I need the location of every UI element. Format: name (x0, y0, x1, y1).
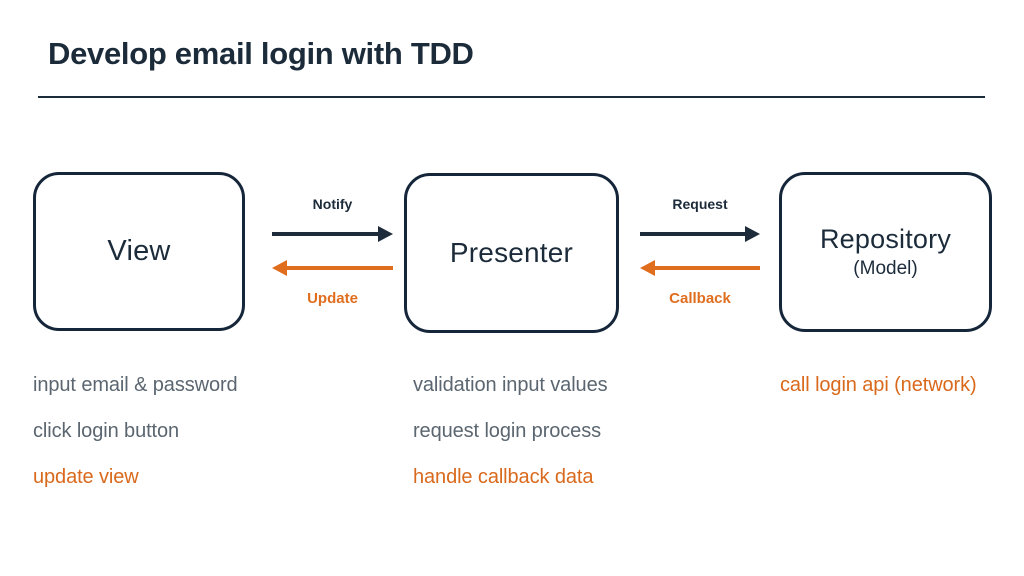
note-presenter-1: validation input values (413, 374, 608, 396)
notify-arrow-shaft (272, 232, 378, 236)
note-view-3: update view (33, 466, 139, 488)
callback-arrowhead-icon (640, 260, 655, 276)
note-repository-1: call login api (network) (780, 374, 977, 396)
request-arrow-shaft (640, 232, 745, 236)
request-arrow-icon (640, 226, 760, 242)
request-arrow-label: Request (672, 196, 728, 212)
update-arrow-icon (272, 260, 393, 276)
request-arrowhead-icon (745, 226, 760, 242)
callback-arrow-shaft (655, 266, 760, 270)
note-presenter-3: handle callback data (413, 466, 594, 488)
note-view-1: input email & password (33, 374, 238, 396)
page-title: Develop email login with TDD (48, 36, 474, 71)
update-arrowhead-icon (272, 260, 287, 276)
title-divider (38, 96, 985, 98)
update-arrow-shaft (287, 266, 393, 270)
notify-arrow-icon (272, 226, 393, 242)
notify-arrow-label: Notify (312, 196, 353, 212)
note-view-2: click login button (33, 420, 180, 442)
callback-arrow-icon (640, 260, 760, 276)
node-repository-sublabel: (Model) (853, 258, 918, 279)
node-presenter: Presenter (404, 173, 619, 333)
node-repository: Repository (Model) (779, 172, 992, 332)
arrow-group-view-presenter: Notify Update (272, 190, 393, 315)
node-view-label: View (107, 235, 171, 267)
notify-arrowhead-icon (378, 226, 393, 242)
node-presenter-label: Presenter (449, 237, 574, 268)
node-view: View (33, 172, 245, 331)
arrow-group-presenter-repository: Request Callback (640, 190, 760, 315)
note-presenter-2: request login process (413, 420, 602, 442)
callback-arrow-label: Callback (669, 290, 731, 307)
node-repository-label: Repository (819, 224, 952, 254)
update-arrow-label: Update (307, 290, 358, 307)
